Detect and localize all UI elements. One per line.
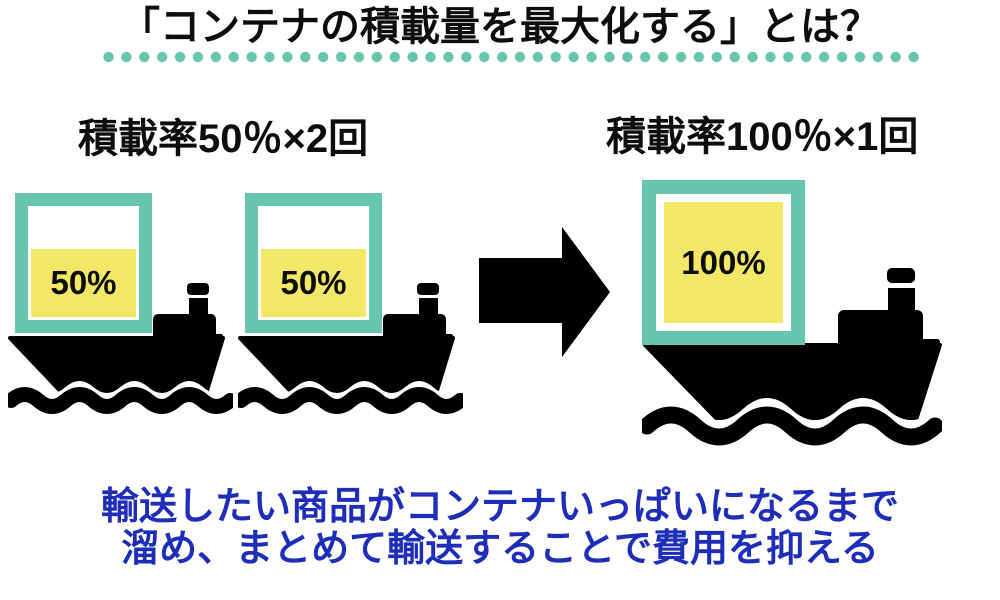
mast-cap [887,268,915,283]
caption-line-1: 輸送したい商品がコンテナいっぱいになるまで [100,486,899,528]
load-fill: 50% [261,248,366,317]
hull [8,336,225,393]
wave-band [238,387,463,414]
wave-gap [643,400,939,430]
dotted-underline [103,51,925,63]
mast-cap [187,283,209,295]
ship-group-before-2: 50% [238,190,465,430]
caption: 輸送したい商品がコンテナいっぱいになるまで 溜め、まとめて輸送することで費用を抑… [0,486,1000,570]
cabin [383,314,446,342]
cargo-ship-icon [8,283,233,414]
caption-line-2: 溜め、まとめて輸送することで費用を抑える [121,528,879,570]
ship-group-before-1: 50% [8,190,235,430]
page-title: 「コンテナの積載量を最大化する」とは？ [120,5,880,49]
cargo-ship-icon [642,268,942,446]
before-label: 積載率50％×2回 [78,117,369,161]
right-arrow-icon [479,227,610,357]
wave-band [642,406,942,446]
cabin [838,310,923,348]
ship-group-after: 100% [640,177,942,452]
after-label: 積載率100％×1回 [606,115,919,159]
cargo-ship-icon [238,283,463,414]
mast-column [888,288,915,310]
mast-column [189,298,208,316]
load-fill: 50% [31,248,136,317]
container-box: 100% [642,180,805,345]
mast-column [419,298,438,316]
container-box: 50% [15,193,152,333]
mast-cap [417,283,439,295]
wave-band [8,387,233,414]
cabin [153,314,216,342]
container-box: 50% [245,193,382,333]
load-fill: 100% [664,202,783,323]
hull [238,336,455,393]
